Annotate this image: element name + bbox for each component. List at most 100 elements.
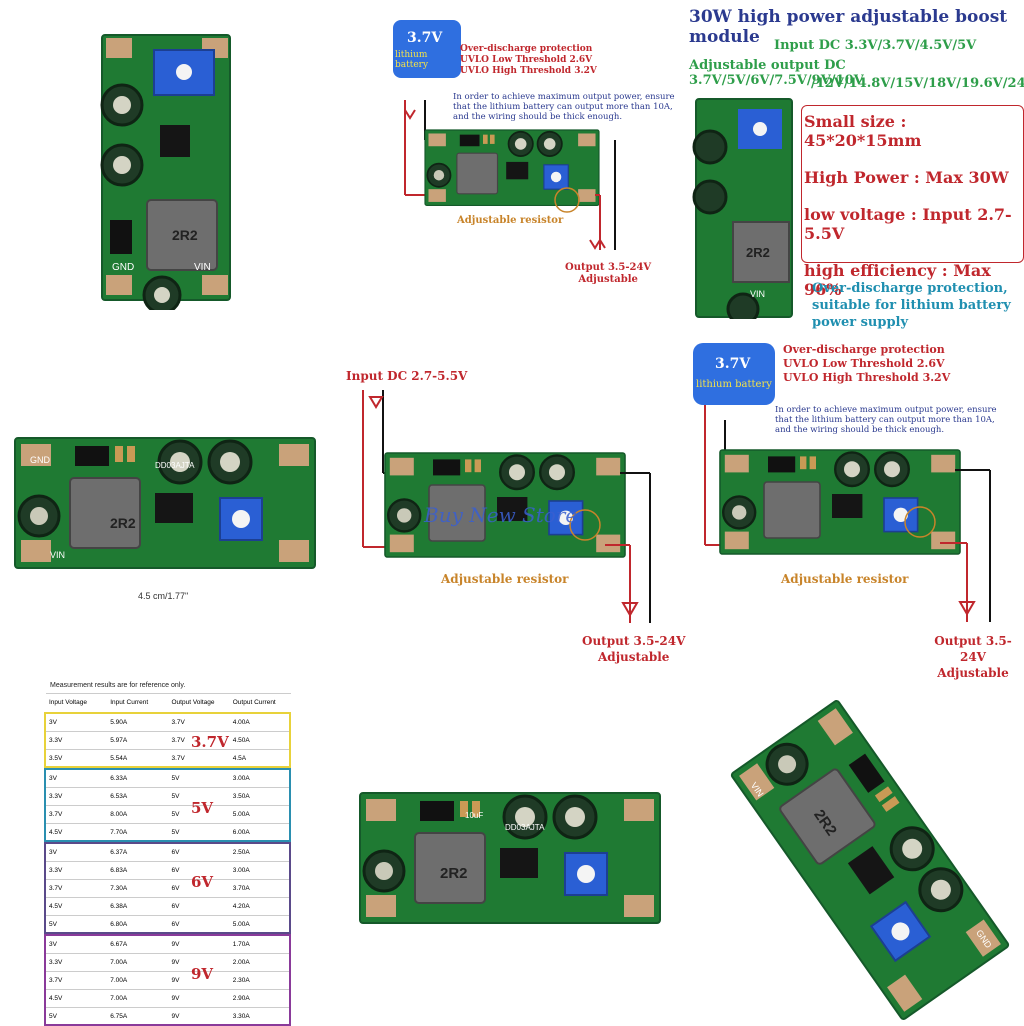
measurement-cell: 6.37A [107,843,169,862]
measurement-cell: 3.7V [168,713,230,732]
svg-text:DD03AJTA: DD03AJTA [505,823,545,832]
measurement-cell: 3V [46,843,108,862]
measurement-cell: 3.7V [46,879,108,898]
wiring-note-top: In order to achieve maximum output power… [453,92,675,122]
measurement-cell: 4.5V [46,989,108,1008]
feature-voltage: low voltage : Input 2.7-5.5V [804,205,1012,243]
measurement-cell: 5V [168,805,230,824]
measurement-cell: 6.53A [107,787,169,806]
measurement-cell: 6.33A [107,769,169,788]
measurement-cell: 4.20A [229,897,291,916]
measurement-cell: 4.5A [229,749,291,767]
svg-text:2R2: 2R2 [440,865,468,882]
measurement-cell: 6.83A [107,861,169,880]
measurement-cell: 6V [168,915,230,933]
feature-size: Small size : 45*20*15mm [804,112,922,150]
svg-text:GND: GND [30,455,51,465]
measurement-cell: 6V [168,843,230,862]
measurement-cell: 9V [168,971,230,990]
wiring-diagram-middle [362,390,651,623]
measurement-cell: 5V [46,915,108,933]
adjustable-resistor-label-battery: Adjustable resistor [781,572,909,586]
measurement-group-label: 6V [191,873,214,891]
adjustable-resistor-label-middle: Adjustable resistor [441,572,569,586]
measurement-cell: 3.00A [229,861,291,880]
svg-text:2R2: 2R2 [746,245,770,260]
svg-text:VIN: VIN [750,289,765,299]
measurement-cell: 9V [168,953,230,972]
feature-box: Small size : 45*20*15mm High Power : Max… [801,105,1024,299]
measurement-cell: 7.70A [107,823,169,841]
measurement-cell: 9V [168,935,230,954]
lithium-battery-middle: 3.7V lithium battery [693,343,775,405]
wiring-note-middle: In order to achieve maximum output power… [775,405,997,435]
svg-text:10uF: 10uF [465,811,483,820]
measurement-cell: 3V [46,769,108,788]
measurement-cell: 4.5V [46,823,108,841]
pcb-inductor-label: 2R2 [172,227,198,243]
measurement-cell: 5.00A [229,915,291,933]
measurement-note: Measurement results are for reference on… [50,682,186,689]
measurement-cell: 5.54A [107,749,169,767]
measurement-cell: 2.00A [229,953,291,972]
dimension-label: 4.5 cm/1.77" [138,591,189,601]
battery-voltage-label-2: 3.7V [715,356,751,372]
measurement-cell: 6.00A [229,823,291,841]
measurement-cell: 3.3V [46,787,108,806]
boost-module-photo-horizontal: GND VIN 2R2 DD03AJTA [13,436,317,570]
svg-text:DD03AJTA: DD03AJTA [155,461,195,470]
measurement-header: Output Current [229,693,291,711]
measurement-cell: 9V [168,989,230,1008]
input-label: Input DC 2.7-5.5V [346,369,468,383]
measurement-header: Output Voltage [168,693,230,711]
pcb-vin-label: VIN [194,262,211,273]
spec-output-line2: /12V/14.8V/15V/18V/19.6V/24V [811,76,1024,91]
store-watermark: Buy New Store [424,503,578,527]
measurement-cell: 3.7V [46,805,108,824]
measurement-cell: 3.50A [229,787,291,806]
measurement-cell: 6V [168,861,230,880]
adjustable-resistor-label-top: Adjustable resistor [457,215,564,226]
battery-sub-label: lithium battery [395,50,429,70]
measurement-cell: 3.7V [168,731,230,750]
measurement-cell: 6.75A [107,1007,169,1025]
feature-efficiency: high efficiency : Max 96% [804,261,991,299]
boost-module-photo-spec: 2R2 VIN [692,98,793,319]
svg-text:2R2: 2R2 [110,515,136,531]
spec-input: Input DC 3.3V/3.7V/4.5V/5V [774,38,977,53]
measurement-cell: 3V [46,713,108,732]
svg-text:VIN: VIN [50,550,65,560]
measurement-header: Input Current [107,693,169,711]
measurement-cell: 5.00A [229,805,291,824]
measurement-cell: 3.5V [46,749,108,767]
measurement-cell: 5.90A [107,713,169,732]
measurement-cell: 6.38A [107,897,169,916]
spec-output-line1: Adjustable output DC 3.7V/5V/6V/7.5V/9V/… [689,58,864,88]
boost-module-photo-rotated: VIN GND 2R2 [729,700,1011,1020]
measurement-cell: 6V [168,879,230,898]
measurement-cell: 5.97A [107,731,169,750]
measurement-cell: 3.30A [229,1007,291,1025]
boost-module-photo-angle: 10uF 2R2 DD03AJTA [358,791,662,925]
measurement-group-label: 9V [191,965,214,983]
measurement-cell: 3.7V [168,749,230,767]
measurement-group-label: 3.7V [191,733,229,751]
protection-note: Over-discharge protection,suitable for l… [812,281,1011,330]
